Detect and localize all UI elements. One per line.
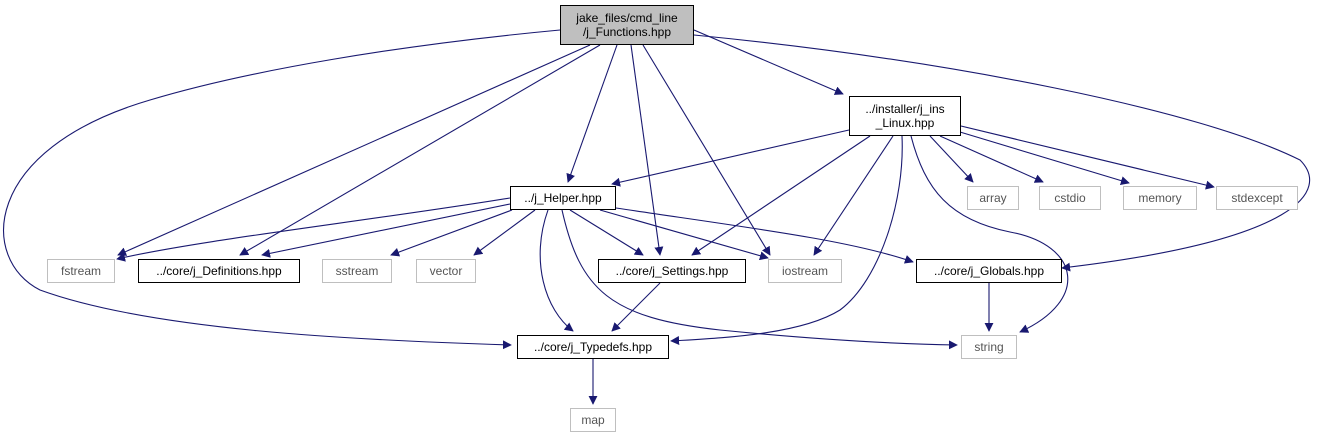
node-string: string [961, 335, 1017, 359]
edge-installer-to-string [910, 135, 1069, 333]
node-j-globals-hpp[interactable]: ../core/j_Globals.hpp [916, 259, 1062, 283]
edge-functions-to-globals [693, 34, 1311, 272]
edge-functions-to-typedefs [3, 29, 561, 350]
node-j-typedefs-hpp[interactable]: ../core/j_Typedefs.hpp [517, 335, 669, 359]
edge-helper-to-definitions [261, 203, 511, 258]
edge-helper-to-settings [569, 209, 644, 256]
node-cstdio: cstdio [1039, 186, 1101, 210]
edge-functions-to-helper [566, 44, 618, 183]
edge-functions-to-definitions [239, 44, 601, 256]
edge-installer-to-cstdio [939, 135, 1044, 183]
node-array: array [967, 186, 1019, 210]
edge-helper-to-vector [473, 209, 536, 256]
edge-installer-to-memory [959, 131, 1130, 185]
node-fstream: fstream [47, 259, 115, 283]
node-memory: memory [1123, 186, 1197, 210]
node-iostream: iostream [768, 259, 842, 283]
edge-settings-to-typedefs [611, 282, 661, 332]
node-j-ins-linux-hpp[interactable]: ../installer/j_ins _Linux.hpp [849, 96, 961, 136]
edge-helper-to-iostream [599, 209, 769, 261]
edge-functions-to-installer [693, 29, 844, 95]
node-stdexcept: stdexcept [1216, 186, 1298, 210]
edge-functions-to-fstream [117, 44, 591, 256]
node-j-helper-hpp[interactable]: ../j_Helper.hpp [510, 186, 616, 210]
node-j-functions-hpp: jake_files/cmd_line /j_Functions.hpp [560, 5, 694, 45]
node-j-definitions-hpp[interactable]: ../core/j_Definitions.hpp [138, 259, 300, 283]
edge-helper-to-fstream [116, 197, 511, 262]
edge-helper-to-string [561, 209, 958, 350]
edge-installer-to-iostream [813, 135, 894, 256]
edge-helper-to-globals [615, 207, 914, 264]
node-sstream: sstream [322, 259, 392, 283]
edge-functions-to-settings [630, 44, 664, 256]
edge-installer-to-stdexcept [960, 125, 1215, 190]
node-vector: vector [416, 259, 476, 283]
edge-installer-to-helper [611, 129, 850, 187]
edge-installer-to-array [929, 135, 974, 183]
edge-installer-to-typedefs [670, 135, 903, 345]
edge-helper-to-typedefs [539, 209, 574, 332]
edge-installer-to-settings [691, 135, 871, 256]
edge-functions-to-iostream [642, 44, 771, 256]
node-j-settings-hpp[interactable]: ../core/j_Settings.hpp [598, 259, 746, 283]
node-map: map [570, 408, 616, 432]
edge-helper-to-sstream [390, 209, 513, 257]
